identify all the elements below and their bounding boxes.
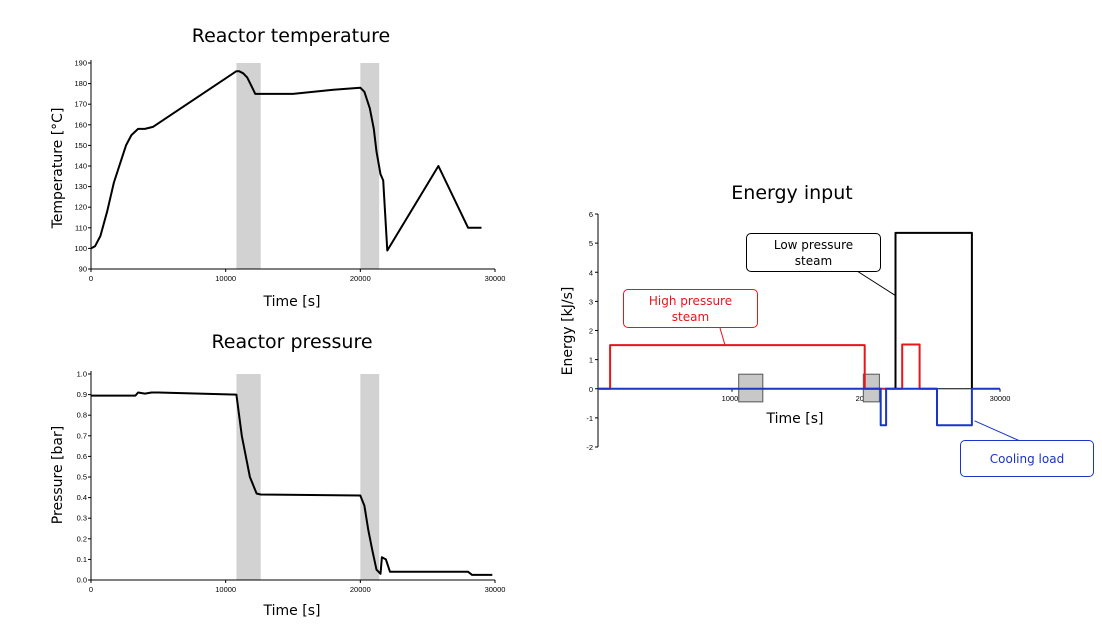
- x-tick-label: 20000: [350, 274, 371, 283]
- y-tick-label: 0.6: [77, 452, 87, 461]
- x-axis-label-energy: Time [s]: [766, 411, 824, 427]
- y-tick-label: 0.1: [77, 555, 87, 564]
- y-tick-label: 0: [589, 385, 593, 394]
- y-tick-label: 160: [74, 120, 87, 129]
- x-tick-label: 20000: [350, 585, 371, 594]
- series-line-low-pressure-steam: [894, 231, 973, 389]
- shaded-band: [360, 374, 380, 580]
- x-axis-label-pressure: Time [s]: [263, 603, 321, 619]
- annotation-cooling-load: Cooling load: [960, 440, 1094, 477]
- y-tick-label: 1: [589, 356, 593, 365]
- shaded-band: [236, 63, 261, 269]
- y-tick-label: 0.8: [77, 411, 87, 420]
- shaded-band: [236, 374, 261, 580]
- y-tick-label: 2: [589, 327, 593, 336]
- y-tick-label: 0.9: [77, 390, 87, 399]
- x-tick-label: 10000: [215, 274, 236, 283]
- y-tick-label: 100: [74, 244, 87, 253]
- y-tick-label: 1.0: [77, 370, 87, 379]
- y-tick-label: 140: [74, 162, 87, 171]
- x-tick-label: 30000: [485, 585, 506, 594]
- y-tick-label: 120: [74, 203, 87, 212]
- series-line-high-pressure-steam: [598, 343, 937, 390]
- annotation-leader-high-pressure: [719, 327, 726, 346]
- x-tick-label: 30000: [990, 394, 1011, 403]
- y-axis-label-pressure: Pressure [bar]: [50, 426, 66, 524]
- y-tick-label: 0.4: [77, 493, 87, 502]
- series-line: [90, 70, 482, 252]
- x-tick-label: 30000: [485, 274, 506, 283]
- x-tick-label: 0: [89, 585, 93, 594]
- annotation-leader-low-pressure: [856, 270, 896, 296]
- y-tick-label: 90: [79, 265, 87, 274]
- y-tick-label: 180: [74, 79, 87, 88]
- chart-title-energy: Energy input: [731, 182, 852, 204]
- x-tick-label: 0: [89, 274, 93, 283]
- y-tick-label: 6: [589, 210, 593, 219]
- y-tick-label: 0.7: [77, 431, 87, 440]
- y-tick-label: 130: [74, 182, 87, 191]
- chart-title-temperature: Reactor temperature: [192, 25, 390, 47]
- y-tick-label: 0.5: [77, 473, 87, 482]
- annotation-leader-cooling: [974, 420, 1021, 442]
- x-tick-label: 10000: [722, 394, 743, 403]
- y-tick-label: -1: [586, 414, 593, 423]
- x-tick-label: 10000: [215, 585, 236, 594]
- y-tick-label: 3: [589, 297, 593, 306]
- y-tick-label: 0.0: [77, 576, 87, 585]
- y-tick-label: 4: [589, 268, 593, 277]
- y-tick-label: -2: [586, 443, 593, 452]
- x-axis-label-temperature: Time [s]: [263, 294, 321, 310]
- y-axis-label-energy: Energy [kJ/s]: [560, 287, 576, 376]
- y-tick-label: 190: [74, 59, 87, 68]
- annotation-low-pressure-steam: Low pressure steam: [746, 233, 881, 272]
- y-axis-label-temperature: Temperature [°C]: [50, 108, 66, 230]
- y-tick-label: 110: [75, 223, 87, 232]
- y-tick-label: 5: [589, 239, 593, 248]
- chart-title-pressure: Reactor pressure: [211, 331, 372, 353]
- y-tick-label: 0.2: [77, 534, 87, 543]
- annotation-high-pressure-steam: High pressure steam: [623, 289, 758, 328]
- series-line: [91, 391, 493, 576]
- series-line-cooling-load: [598, 387, 1000, 427]
- shaded-band: [360, 63, 380, 269]
- y-tick-label: 150: [74, 141, 87, 150]
- y-tick-label: 0.3: [77, 514, 87, 523]
- y-tick-label: 170: [74, 100, 87, 109]
